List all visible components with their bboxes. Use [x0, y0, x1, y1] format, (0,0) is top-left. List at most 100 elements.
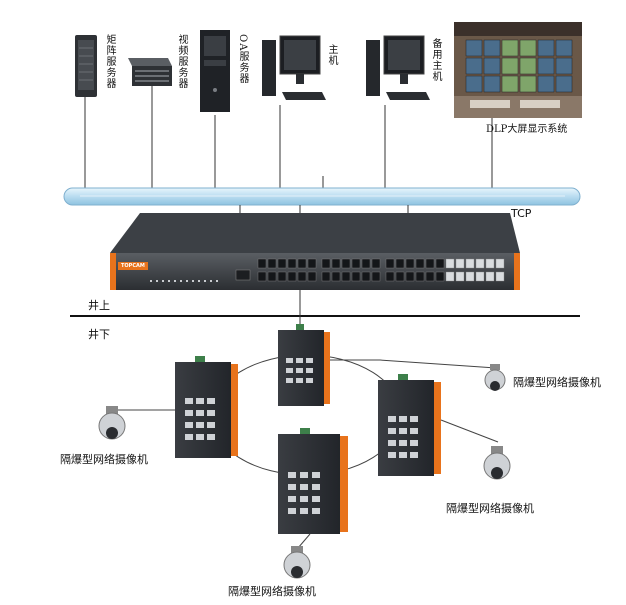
camera-bottom	[283, 546, 311, 579]
above-ground-label: 井上	[88, 299, 110, 312]
server-uplinks	[84, 85, 493, 188]
dlp-screen-tile	[537, 75, 555, 93]
dlp-screen-tile	[465, 75, 483, 93]
switch-port	[425, 271, 435, 282]
dlp-wall-photo	[454, 22, 582, 118]
camera-right-bottom-label: 隔爆型网络摄像机	[446, 502, 534, 515]
switch-port	[455, 271, 465, 282]
switch-port	[331, 271, 341, 282]
switch-port	[267, 271, 277, 282]
switch-port	[425, 258, 435, 269]
switch-port	[485, 271, 495, 282]
switch-port	[321, 271, 331, 282]
switch-port	[361, 258, 371, 269]
switch-port	[361, 271, 371, 282]
video-server-label: 视频服务器	[176, 34, 187, 89]
switch-port	[371, 258, 381, 269]
dlp-screen-tile	[519, 57, 537, 75]
camera-links	[115, 359, 499, 549]
oa-server-label: OA服务器	[237, 34, 248, 85]
video-server-icon	[128, 58, 172, 86]
dlp-screen-tile	[555, 57, 573, 75]
dlp-screen-tile	[483, 75, 501, 93]
dlp-screen-tile	[465, 57, 483, 75]
switch-port	[415, 271, 425, 282]
bus-switch-links	[239, 205, 409, 213]
switch-port	[277, 258, 287, 269]
matrix-server-icon	[75, 35, 97, 97]
ring-switch-left	[175, 356, 238, 458]
switch-port	[395, 258, 405, 269]
switch-port	[351, 258, 361, 269]
switch-brand-label: TOPCAM	[121, 263, 145, 269]
core-switch	[110, 213, 520, 290]
switch-port	[307, 271, 317, 282]
dlp-screen-tile	[483, 39, 501, 57]
switch-port	[341, 271, 351, 282]
dlp-label: DLP大屏显示系统	[486, 124, 568, 135]
dlp-screen-tile	[501, 39, 519, 57]
switch-port	[267, 258, 277, 269]
dlp-screen-tile	[483, 57, 501, 75]
dlp-screen-tile	[501, 75, 519, 93]
switch-port	[465, 271, 475, 282]
camera-left	[98, 406, 126, 440]
switch-port	[395, 271, 405, 282]
switch-port	[435, 271, 445, 282]
switch-port	[495, 258, 505, 269]
oa-server-icon	[200, 30, 230, 112]
dlp-screen-tile	[519, 39, 537, 57]
dlp-screen-tile	[555, 75, 573, 93]
ring-switch-bottom	[278, 428, 348, 534]
switch-port	[495, 271, 505, 282]
switch-port	[455, 258, 465, 269]
tcp-bus	[63, 187, 581, 206]
dlp-screen-tile	[555, 39, 573, 57]
matrix-server-label: 矩阵服务器	[104, 34, 115, 89]
dlp-screen-tile	[519, 75, 537, 93]
switch-port	[435, 258, 445, 269]
dlp-screen-tile	[465, 39, 483, 57]
dlp-screen-tile	[537, 57, 555, 75]
camera-right-bottom	[483, 446, 511, 480]
switch-led-row	[150, 280, 218, 282]
tcp-bus-label: TCP	[511, 207, 532, 220]
switch-logo-plate	[118, 262, 148, 270]
switch-port	[465, 258, 475, 269]
switch-port	[331, 258, 341, 269]
dlp-screen-tile	[537, 39, 555, 57]
dlp-screen-tile	[501, 57, 519, 75]
underground-label: 井下	[88, 328, 110, 341]
switch-port	[385, 258, 395, 269]
switch-port	[445, 258, 455, 269]
switch-port	[297, 258, 307, 269]
switch-port	[341, 258, 351, 269]
switch-port	[351, 271, 361, 282]
switch-port	[475, 258, 485, 269]
camera-right-top	[484, 364, 506, 391]
switch-port	[257, 258, 267, 269]
backup-host-label: 备用主机	[430, 38, 441, 82]
ring-switch-top	[278, 324, 330, 406]
switch-port	[475, 271, 485, 282]
host-label: 主机	[326, 44, 337, 66]
switch-port	[405, 258, 415, 269]
camera-right-top-label: 隔爆型网络摄像机	[513, 376, 601, 389]
switch-port	[287, 258, 297, 269]
switch-port	[277, 271, 287, 282]
switch-port	[287, 271, 297, 282]
switch-port	[415, 258, 425, 269]
switch-port	[371, 271, 381, 282]
camera-bottom-label: 隔爆型网络摄像机	[228, 585, 316, 598]
switch-port	[445, 271, 455, 282]
switch-port	[307, 258, 317, 269]
switch-port	[297, 271, 307, 282]
switch-port	[321, 258, 331, 269]
switch-port	[257, 271, 267, 282]
switch-port	[485, 258, 495, 269]
switch-port	[405, 271, 415, 282]
switch-port	[385, 271, 395, 282]
camera-left-label: 隔爆型网络摄像机	[60, 453, 148, 466]
